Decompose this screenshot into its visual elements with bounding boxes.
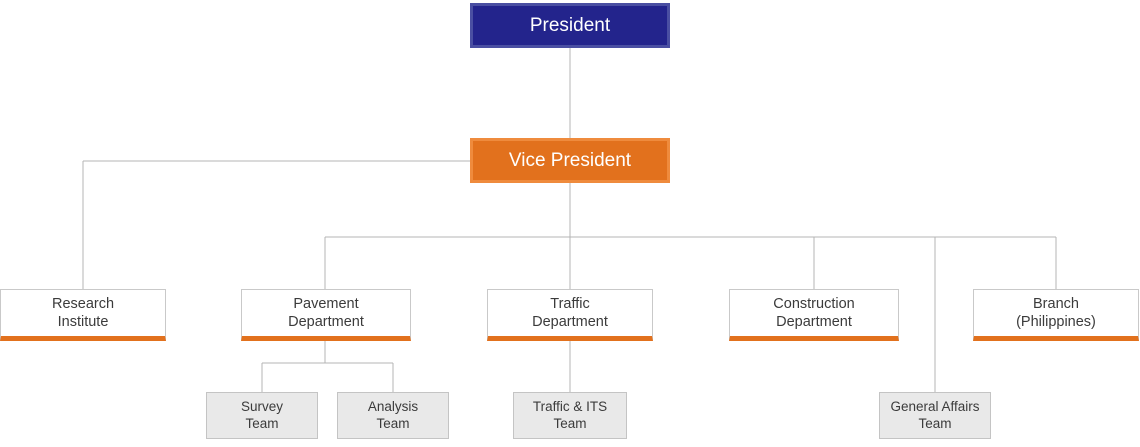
node-general-affairs-team[interactable]: General Affairs Team	[879, 392, 991, 439]
node-traffic-department[interactable]: Traffic Department	[487, 289, 653, 341]
node-survey-team[interactable]: Survey Team	[206, 392, 318, 439]
node-general-affairs-team-label: General Affairs Team	[890, 398, 980, 431]
node-research-institute[interactable]: Research Institute	[0, 289, 166, 341]
node-traffic-department-label: Traffic Department	[532, 295, 608, 330]
node-survey-team-label: Survey Team	[240, 398, 284, 431]
node-vice-president-label: Vice President	[508, 149, 632, 171]
node-analysis-team-label: Analysis Team	[367, 398, 419, 431]
node-president[interactable]: President	[470, 3, 670, 48]
node-pavement-department[interactable]: Pavement Department	[241, 289, 411, 341]
node-branch-philippines[interactable]: Branch (Philippines)	[973, 289, 1139, 341]
node-branch-philippines-label: Branch (Philippines)	[1016, 295, 1096, 330]
node-vice-president[interactable]: Vice President	[470, 138, 670, 183]
node-pavement-department-label: Pavement Department	[288, 295, 364, 330]
node-construction-department-label: Construction Department	[773, 295, 855, 330]
node-construction-department[interactable]: Construction Department	[729, 289, 899, 341]
node-research-institute-label: Research Institute	[51, 295, 115, 330]
node-analysis-team[interactable]: Analysis Team	[337, 392, 449, 439]
node-traffic-its-team-label: Traffic & ITS Team	[532, 398, 608, 431]
node-traffic-its-team[interactable]: Traffic & ITS Team	[513, 392, 627, 439]
node-president-label: President	[529, 14, 611, 36]
